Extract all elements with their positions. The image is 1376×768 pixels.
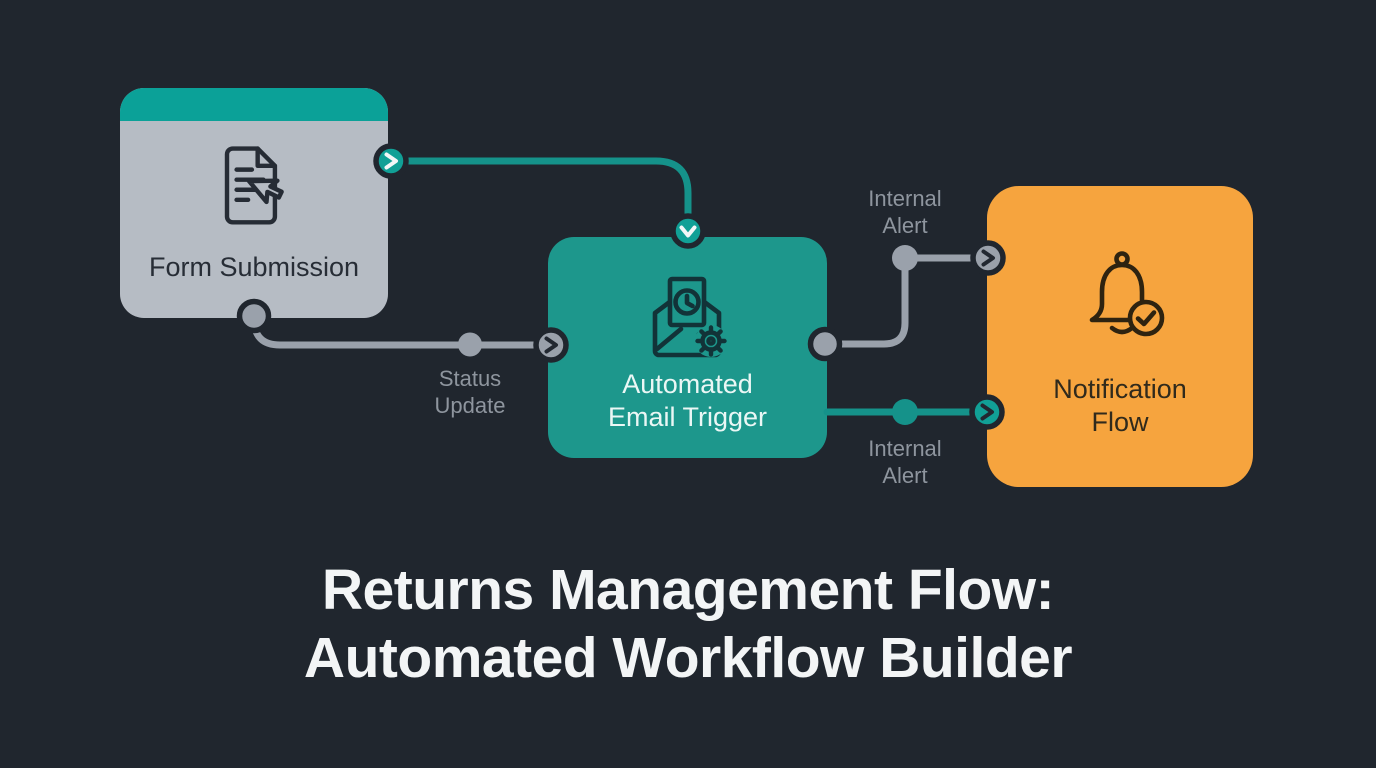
dot-status-update	[458, 332, 482, 357]
connector-form-to-email-top	[387, 157, 692, 228]
connector-email-to-notification-top	[821, 254, 988, 348]
document-cursor-icon	[224, 146, 284, 225]
node-header-bar	[120, 88, 388, 121]
node-form-submission[interactable]: Form Submission	[120, 88, 388, 318]
diagram-title-line2: Automated Workflow Builder	[303, 626, 1073, 690]
label-internal-alert-bottom: Internal Alert	[868, 436, 942, 488]
label-status-update: Status Update	[434, 366, 506, 418]
node-label: Form Submission	[148, 252, 360, 282]
dot-internal-alert-bottom	[892, 399, 918, 425]
node-label: Notification Flow	[1053, 374, 1187, 437]
label-internal-alert-top: Internal Alert	[868, 186, 942, 238]
diagram-title-line1: Returns Management Flow:	[321, 558, 1055, 622]
node-label: Automated Email Trigger	[607, 369, 768, 432]
diagram-title: Returns Management Flow: Automated Workf…	[0, 556, 1376, 692]
node-email-trigger[interactable]: Automated Email Trigger	[548, 237, 827, 458]
bell-check-icon	[1089, 251, 1165, 337]
chevron-down-icon	[679, 225, 697, 238]
dot-internal-alert-top	[892, 245, 918, 271]
node-notification-flow[interactable]: Notification Flow	[987, 186, 1253, 487]
email-clock-gear-icon	[652, 276, 727, 358]
